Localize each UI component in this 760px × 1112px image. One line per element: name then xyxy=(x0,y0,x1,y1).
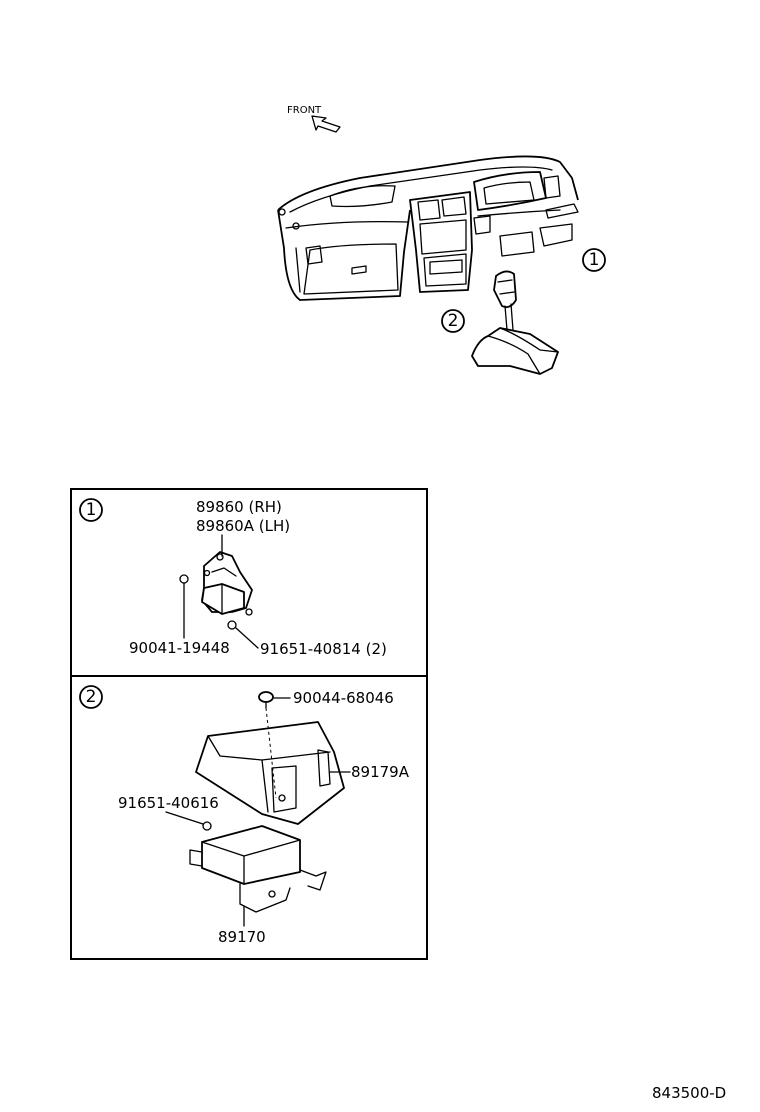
bolt-91651-40814-label: 91651-40814 (2) xyxy=(260,640,387,658)
front-arrow-icon xyxy=(311,115,341,133)
diagram-code: 843500-D xyxy=(652,1084,726,1102)
callout-1-circle: 1 xyxy=(582,248,606,272)
detail-box-2: 2 90044-68046 89179A 91651-40616 xyxy=(70,675,428,960)
detail-box-2-number: 2 xyxy=(86,687,97,707)
cover-illustration xyxy=(195,721,345,825)
clip-90044-68046-label: 90044-68046 xyxy=(293,689,394,707)
bolt-90041-19448-label: 90041-19448 xyxy=(129,639,230,657)
front-label: FRONT xyxy=(287,105,322,116)
part-89860-rh-label: 89860 (RH) xyxy=(196,498,282,516)
callout-2-circle: 2 xyxy=(441,309,465,333)
bolt-91651-40616-label: 91651-40616 xyxy=(118,794,219,812)
dashboard-illustration xyxy=(277,155,579,301)
computer-illustration xyxy=(189,825,327,913)
bolt-right-icon xyxy=(227,620,237,630)
shift-lever-illustration xyxy=(471,270,559,375)
detail-box-2-frame xyxy=(70,675,428,960)
sensor-illustration xyxy=(201,551,253,616)
computer-89170-label: 89170 xyxy=(218,928,266,946)
front-indicator: FRONT xyxy=(287,105,341,133)
cover-89179a-label: 89179A xyxy=(351,763,410,781)
bolt-box2-icon xyxy=(202,821,212,831)
callout-2-number: 2 xyxy=(448,311,459,331)
detail-box-1-number: 1 xyxy=(86,500,97,520)
detail-box-1: 1 89860 (RH) 89860A (LH) 90041-19448 916… xyxy=(70,488,428,677)
callout-1-number: 1 xyxy=(589,250,600,270)
clip-icon xyxy=(258,691,274,709)
bolt-left-icon xyxy=(179,574,189,584)
part-89860a-lh-label: 89860A (LH) xyxy=(196,517,290,535)
